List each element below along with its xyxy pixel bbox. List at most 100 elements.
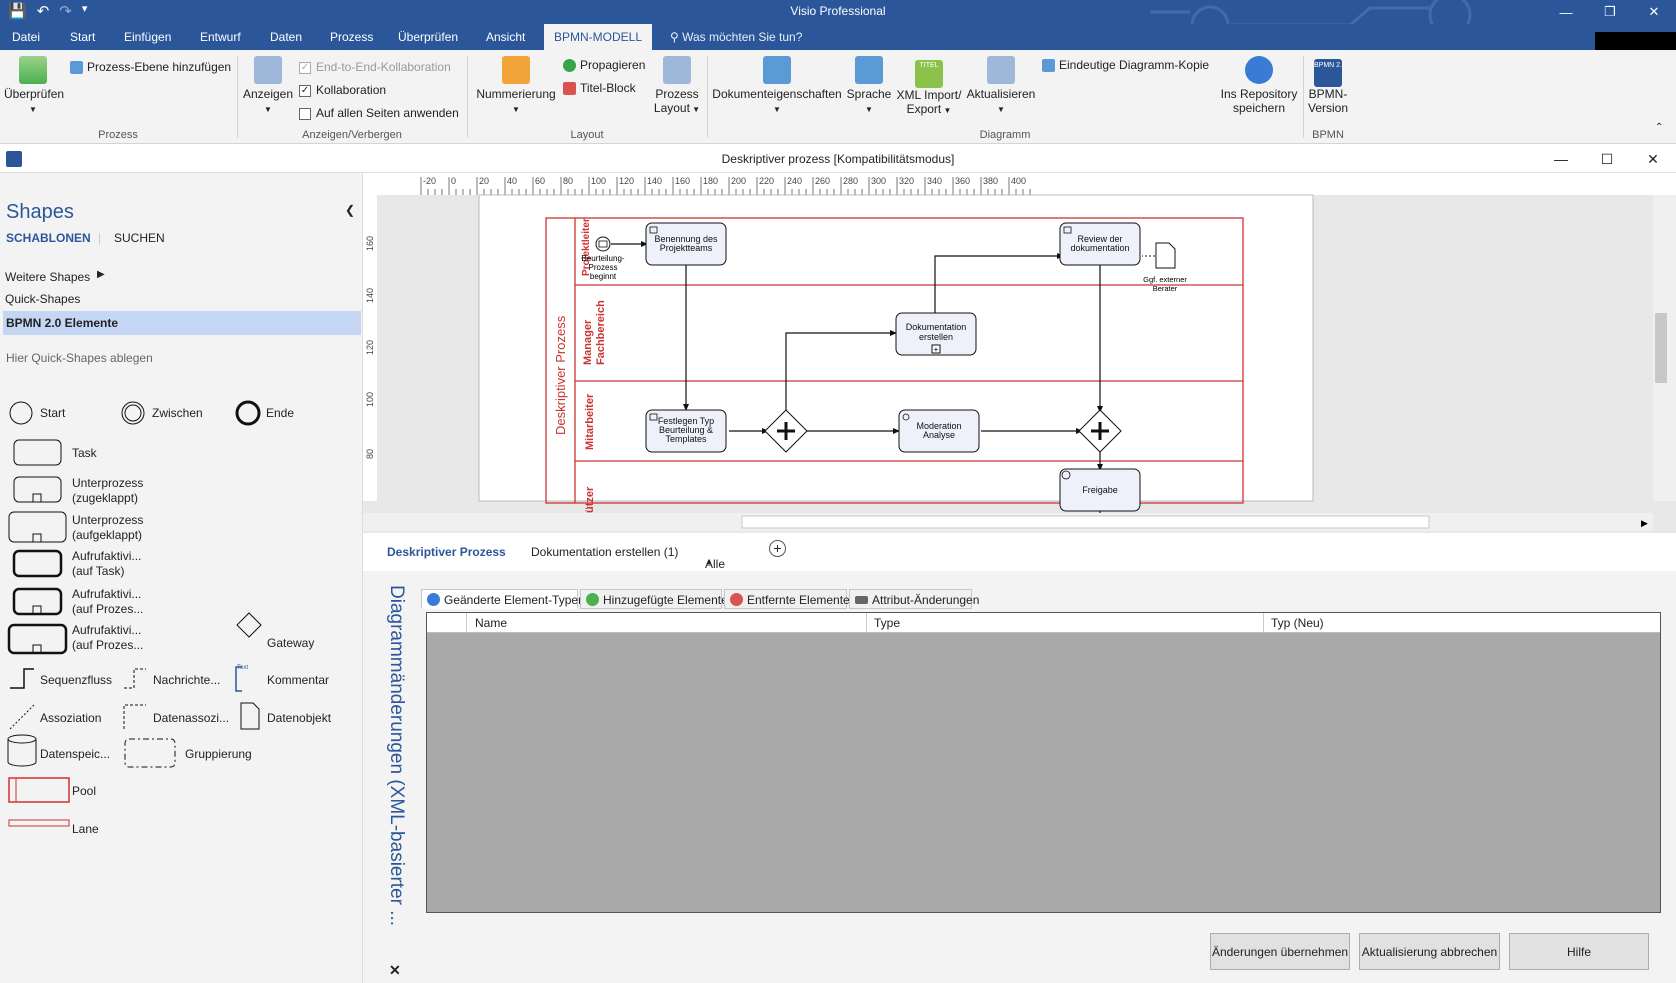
page-tab-deskriptiver-prozess[interactable]: Deskriptiver Prozess bbox=[387, 545, 506, 559]
subtab-entfernte[interactable]: Entfernte Elemente bbox=[724, 589, 850, 609]
vertical-scroll-thumb[interactable] bbox=[1655, 313, 1667, 383]
task-doku bbox=[895, 312, 977, 356]
shape-nachricht-label[interactable]: Nachrichte... bbox=[153, 673, 221, 687]
data-object-berater[interactable] bbox=[1155, 242, 1176, 269]
h-ruler-label: 260 bbox=[815, 176, 830, 186]
tab-ueberpruefen[interactable]: Überprüfen bbox=[398, 30, 459, 44]
shape-ende-label[interactable]: Ende bbox=[266, 406, 295, 420]
h-ruler-label: 40 bbox=[507, 176, 517, 186]
shape-auf-task-label1[interactable]: Aufrufaktivi... bbox=[72, 549, 142, 563]
shape-datenasso-label[interactable]: Datenassozi... bbox=[153, 711, 230, 725]
shape-up-zu-label1[interactable]: Unterprozess bbox=[72, 476, 144, 490]
undo-icon[interactable]: ↶ bbox=[36, 3, 50, 20]
shape-auf-proz2-label2[interactable]: (auf Prozes... bbox=[72, 638, 144, 652]
aktualisieren-button[interactable]: Aktualisieren▼ bbox=[966, 56, 1036, 115]
alle-seiten-checkbox[interactable]: Auf allen Seiten anwenden bbox=[299, 106, 459, 120]
close-pane-icon[interactable]: ✕ bbox=[389, 962, 401, 978]
bpmn-version-button[interactable]: BPMN 2.0 BPMN-Version bbox=[1304, 56, 1352, 115]
weitere-shapes[interactable]: Weitere Shapes bbox=[5, 270, 91, 284]
shape-kommentar-label[interactable]: Kommentar bbox=[267, 673, 330, 687]
shape-assoziation-label[interactable]: Assoziation bbox=[40, 711, 102, 725]
shape-gateway-label[interactable]: Gateway bbox=[267, 636, 315, 650]
nummerierung-button[interactable]: Nummerierung▼ bbox=[472, 56, 560, 115]
shape-sequenz-label[interactable]: Sequenzfluss bbox=[40, 673, 113, 687]
shape-auf-proz-label1[interactable]: Aufrufaktivi... bbox=[72, 587, 142, 601]
save-icon[interactable]: 💾 bbox=[8, 3, 27, 20]
column-typ-neu[interactable]: Typ (Neu) bbox=[1271, 616, 1324, 630]
e2e-checkbox[interactable]: ✓End-to-End-Kollaboration bbox=[299, 60, 451, 74]
shape-pool-label[interactable]: Pool bbox=[72, 784, 97, 798]
doc-maximize-icon[interactable]: ☐ bbox=[1600, 150, 1614, 167]
close-icon[interactable]: ✕ bbox=[1648, 4, 1660, 19]
tab-bpmn-modell[interactable]: BPMN-MODELL bbox=[544, 24, 653, 50]
propagieren-button[interactable]: Propagieren bbox=[563, 58, 645, 73]
association-shape bbox=[9, 704, 35, 730]
tell-me-search[interactable]: ⚲ Was möchten Sie tun? bbox=[670, 30, 803, 44]
shape-lane-label[interactable]: Lane bbox=[72, 822, 99, 836]
shape-datenspeicher-label[interactable]: Datenspeic... bbox=[40, 747, 111, 761]
stencil-bpmn-selected[interactable]: BPMN 2.0 Elemente bbox=[3, 311, 361, 335]
column-name[interactable]: Name bbox=[475, 616, 508, 630]
minimize-icon[interactable]: — bbox=[1559, 4, 1573, 20]
shape-task-label[interactable]: Task bbox=[72, 446, 97, 460]
tab-start[interactable]: Start bbox=[70, 30, 96, 44]
tab-ansicht[interactable]: Ansicht bbox=[486, 30, 526, 44]
doc-close-icon[interactable]: ✕ bbox=[1647, 150, 1659, 167]
tab-daten[interactable]: Daten bbox=[270, 30, 303, 44]
subtab-hinzugefuegte[interactable]: Hinzugefügte Elemente bbox=[580, 589, 728, 609]
titel-block-button[interactable]: Titel-Block bbox=[563, 81, 636, 96]
shape-zwischen-label[interactable]: Zwischen bbox=[152, 406, 203, 420]
collapse-pane-icon[interactable]: ❮ bbox=[345, 203, 356, 217]
shape-auf-proz2-label1[interactable]: Aufrufaktivi... bbox=[72, 623, 142, 637]
tab-prozess[interactable]: Prozess bbox=[330, 30, 374, 44]
shape-start-label[interactable]: Start bbox=[40, 406, 66, 420]
visio-document-icon bbox=[6, 151, 22, 167]
chevron-right-icon[interactable]: ▶ bbox=[97, 269, 105, 280]
shape-auf-task-label2[interactable]: (auf Task) bbox=[72, 564, 125, 578]
collapse-ribbon-icon[interactable]: ⌃ bbox=[1655, 122, 1664, 133]
start-event[interactable] bbox=[595, 236, 611, 252]
help-button[interactable]: Hilfe bbox=[1509, 933, 1649, 970]
subprocess-collapsed-shape bbox=[13, 476, 62, 503]
tab-einfuegen[interactable]: Einfügen bbox=[124, 30, 172, 44]
shape-gruppierung-label[interactable]: Gruppierung bbox=[185, 747, 252, 761]
tab-datei[interactable]: Datei bbox=[12, 30, 41, 44]
changes-grid[interactable]: Name Type Typ (Neu) bbox=[426, 612, 1661, 913]
dokumenteigenschaften-button[interactable]: Dokumenteigenschaften▼ bbox=[710, 56, 844, 115]
tab-schablonen[interactable]: SCHABLONEN bbox=[6, 231, 91, 245]
add-page-icon[interactable]: + bbox=[769, 540, 786, 557]
quick-shapes[interactable]: Quick-Shapes bbox=[5, 292, 81, 306]
customize-qat-icon[interactable]: ▾ bbox=[81, 3, 88, 15]
shape-auf-proz-label2[interactable]: (auf Prozes... bbox=[72, 602, 144, 616]
xml-import-export-button[interactable]: TITEL XML Import/Export ▼ bbox=[896, 60, 962, 116]
task-benennung-label-2: Projektteams bbox=[660, 243, 713, 253]
h-ruler-label: 120 bbox=[619, 176, 634, 186]
tab-suchen[interactable]: SUCHEN bbox=[114, 231, 165, 245]
eindeutige-kopie-button[interactable]: Eindeutige Diagramm-Kopie bbox=[1042, 58, 1209, 73]
restore-icon[interactable]: ❐ bbox=[1604, 4, 1616, 19]
horizontal-scroll-thumb[interactable] bbox=[741, 515, 1430, 529]
page-tab-dokumentation[interactable]: Dokumentation erstellen (1) bbox=[531, 545, 679, 559]
subtab-geaenderte[interactable]: Geänderte Element-Typen bbox=[421, 589, 585, 609]
redo-icon[interactable]: ↷ bbox=[59, 3, 72, 20]
tab-entwurf[interactable]: Entwurf bbox=[200, 30, 241, 44]
subtab-attribut[interactable]: Attribut-Änderungen bbox=[849, 589, 979, 609]
shape-up-auf-label1[interactable]: Unterprozess bbox=[72, 513, 144, 527]
apply-changes-button[interactable]: Änderungen übernehmen bbox=[1210, 933, 1350, 970]
prozess-ebene-button[interactable]: Prozess-Ebene hinzufügen bbox=[70, 60, 231, 75]
kollaboration-checkbox[interactable]: ✓Kollaboration bbox=[299, 83, 387, 97]
doc-minimize-icon[interactable]: — bbox=[1554, 151, 1568, 167]
pruefen-button[interactable]: Überprüfen▼ bbox=[4, 56, 64, 115]
sprache-button[interactable]: Sprache▼ bbox=[846, 56, 892, 115]
shape-up-zu-label2[interactable]: (zugeklappt) bbox=[72, 491, 139, 505]
cancel-update-button[interactable]: Aktualisierung abbrechen bbox=[1359, 933, 1500, 970]
scroll-right-icon[interactable]: ▶ bbox=[1641, 518, 1648, 528]
anzeigen-button[interactable]: Anzeigen▼ bbox=[242, 56, 294, 115]
shape-datenobjekt-label[interactable]: Datenobjekt bbox=[267, 711, 332, 725]
shape-up-auf-label2[interactable]: (aufgeklappt) bbox=[72, 528, 143, 542]
column-type[interactable]: Type bbox=[874, 616, 901, 630]
